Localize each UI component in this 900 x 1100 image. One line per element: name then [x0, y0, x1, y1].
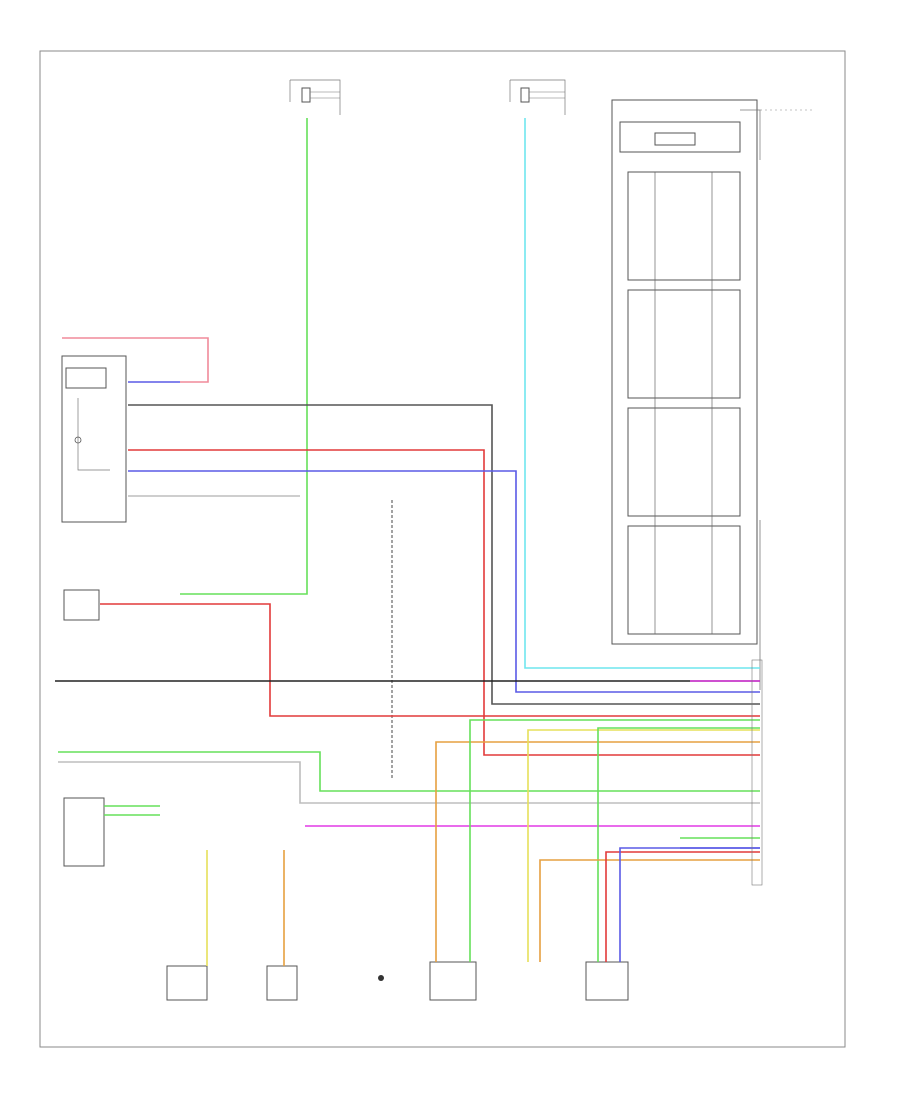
bottom-component-3: [429, 961, 477, 1001]
wire-lightgray-2: [58, 761, 760, 804]
bottom-component-4: [585, 961, 629, 1001]
wire-red-1: [128, 449, 760, 756]
wire-green-2: [58, 751, 760, 792]
wire-red-3: [605, 851, 760, 962]
ground-point: [378, 975, 384, 981]
wire-pink-top: [62, 337, 209, 383]
wire-orange-1: [435, 741, 760, 962]
lower-switch-module: [63, 797, 105, 867]
control-unit: [611, 99, 815, 690]
bottom-component-2: [266, 965, 298, 1001]
diagram-border: [39, 50, 846, 1048]
bottom-component-1: [166, 965, 208, 1001]
right-connector: [751, 659, 763, 886]
wire-green-6: [469, 719, 760, 962]
wire-red-2: [100, 603, 760, 717]
fuse-block-left: [289, 79, 341, 115]
wire-blue-1: [128, 470, 760, 693]
wire-blue-2: [619, 847, 760, 962]
wire-green-main: [180, 118, 308, 595]
wires: [55, 118, 760, 966]
wire-cyan-main: [524, 118, 760, 669]
switch-module: [61, 355, 127, 523]
wire-green-5: [597, 727, 760, 962]
fuse-block-right: [509, 79, 566, 115]
wire-gray-1: [128, 404, 760, 705]
wire-orange-2: [539, 859, 760, 962]
sensor-module: [63, 589, 100, 621]
wire-yellow-1: [527, 729, 760, 962]
